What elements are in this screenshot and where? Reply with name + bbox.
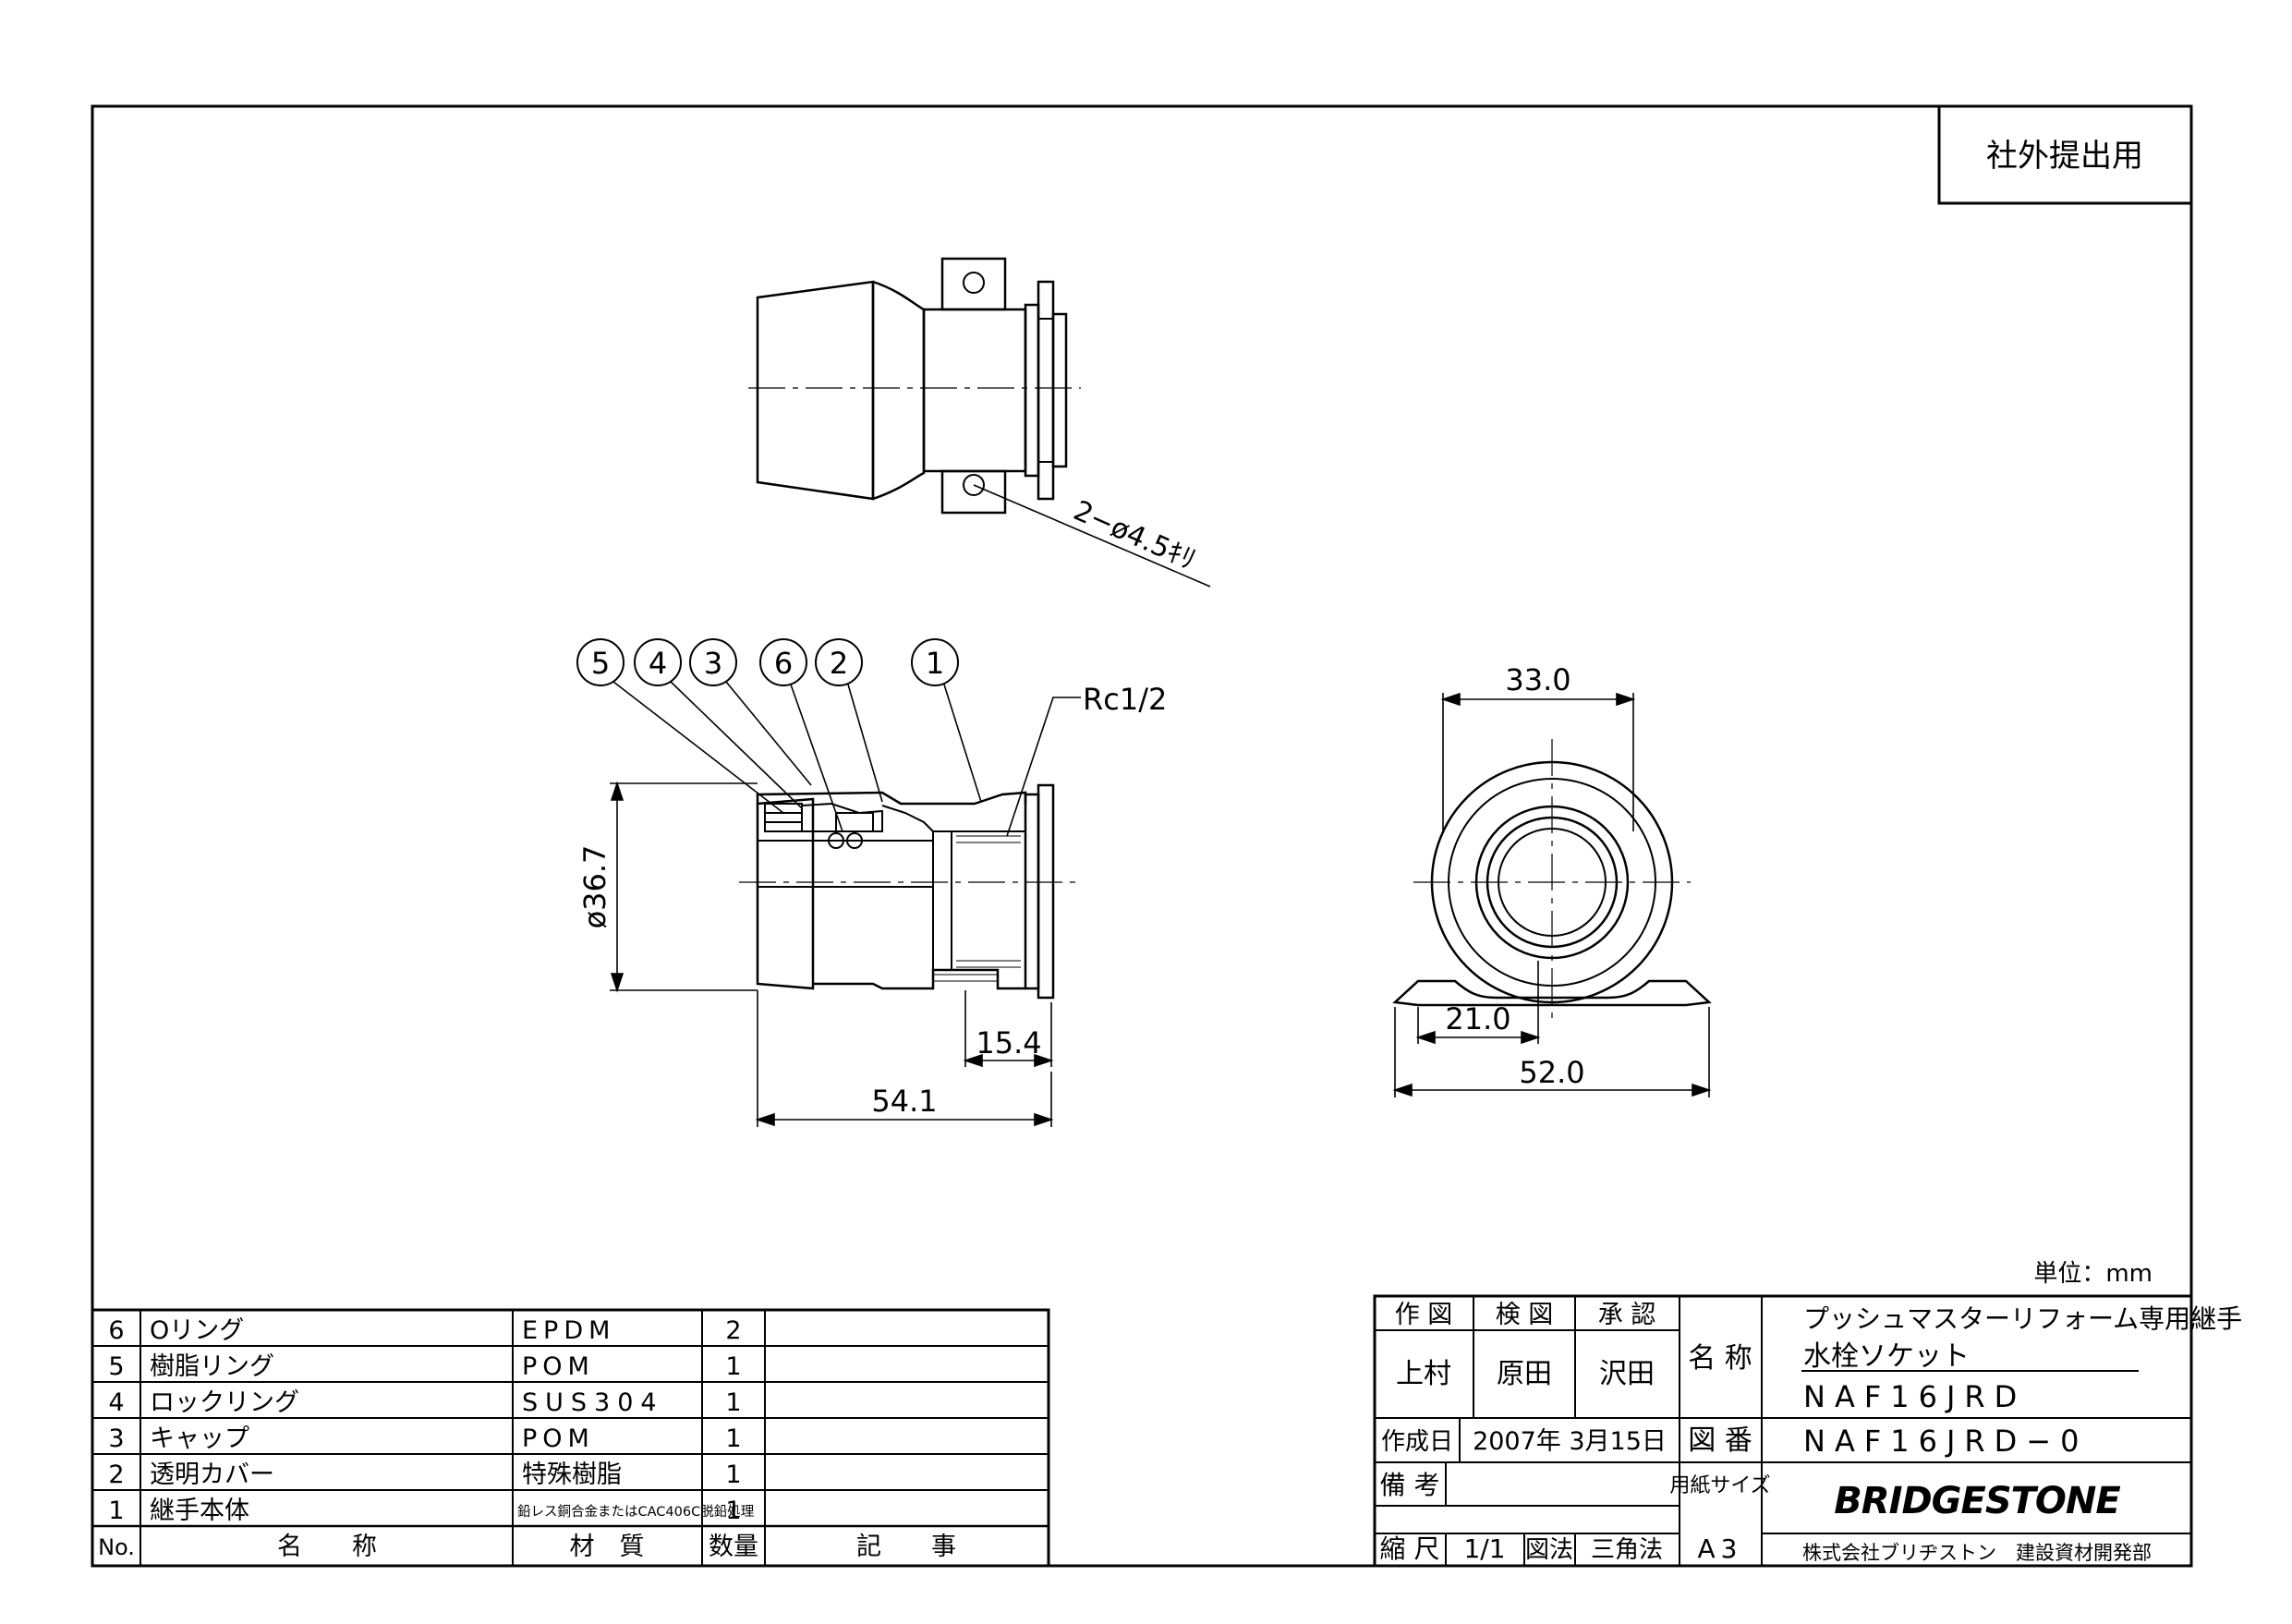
dim-diameter: ø36.7	[577, 845, 612, 929]
hole-annotation: 2−ø4.5ｷﾘ	[1069, 494, 1200, 576]
paper-value: A3	[1698, 1533, 1743, 1564]
product-name-line2: 水栓ソケット	[1803, 1340, 1970, 1373]
balloon-3	[689, 638, 737, 686]
stamp-text: 社外提出用	[1986, 138, 2143, 175]
drawing-no-label: 図 番	[1688, 1424, 1752, 1457]
parts-row-5: 5 樹脂リング POM 1	[108, 1352, 741, 1381]
balloon-2-label: 2	[830, 646, 848, 681]
sheet-border	[91, 104, 2193, 1568]
remarks-label: 備 考	[1380, 1470, 1440, 1500]
scale-label: 縮 尺	[1380, 1533, 1440, 1564]
row-no: 5	[108, 1352, 124, 1381]
dim-54-1: 54.1	[871, 1084, 937, 1119]
row-no: 1	[108, 1497, 124, 1525]
balloon-3-label: 3	[704, 646, 722, 681]
top-view: 2−ø4.5ｷﾘ	[748, 257, 1211, 588]
row-material: POM	[522, 1424, 595, 1453]
date-label: 作成日	[1381, 1428, 1453, 1456]
row-qty: 1	[725, 1460, 741, 1489]
section-view: 5 4 3 6 2 1 Rc1/2	[576, 638, 1167, 1127]
balloon-2	[815, 638, 863, 686]
parts-table: 6 Oリング EPDM 2 5 樹脂リング POM 1 4 ロックリング SUS…	[92, 1308, 1050, 1566]
parts-row-1: 1 継手本体 鉛レス銅合金またはCAC406C脱鉛処理 1	[108, 1497, 754, 1525]
header-material: 材 質	[570, 1533, 645, 1561]
row-no: 3	[108, 1424, 124, 1453]
parts-header: No. 名 称 材 質 数量 記 事	[98, 1533, 956, 1561]
drawn-by: 上村	[1396, 1358, 1451, 1390]
method-value: 三角法	[1591, 1536, 1663, 1564]
row-name: ロックリング	[150, 1388, 299, 1417]
row-material: 鉛レス銅合金またはCAC406C脱鉛処理	[517, 1504, 755, 1520]
row-no: 2	[108, 1460, 124, 1489]
balloon-group: 5 4 3 6 2 1	[576, 638, 959, 686]
header-name: 名 称	[277, 1533, 377, 1561]
row-qty: 1	[725, 1352, 741, 1381]
dim-15-4: 15.4	[976, 1025, 1041, 1060]
thread-annotation: Rc1/2	[1083, 682, 1167, 717]
scale-value: 1/1	[1463, 1533, 1505, 1564]
company-name: 株式会社ブリヂストン 建設資材開発部	[1802, 1542, 2152, 1564]
brand-logo: BRIDGESTONE	[1834, 1480, 2121, 1522]
product-name-line1: プッシュマスターリフォーム専用継手	[1803, 1303, 2242, 1334]
row-material: 特殊樹脂	[522, 1460, 622, 1489]
row-material: EPDM	[522, 1316, 615, 1345]
date-value: 2007年 3月15日	[1473, 1427, 1667, 1456]
side-view: 33.0 21.0 52.0	[1392, 662, 1712, 1097]
title-block: 作 図 検 図 承 認 上村 原田 沢田 名 称 プッシュマスターリフォーム専用…	[1373, 1294, 2242, 1566]
balloon-5-label: 5	[591, 646, 610, 681]
balloon-6-label: 6	[774, 646, 793, 681]
parts-row-3: 3 キャップ POM 1	[108, 1424, 741, 1453]
header-no: No.	[98, 1534, 135, 1560]
approved-by: 沢田	[1599, 1358, 1655, 1390]
row-qty: 1	[725, 1388, 741, 1417]
balloon-6	[759, 638, 807, 686]
dim-52-0: 52.0	[1519, 1055, 1584, 1090]
name-label: 名 称	[1688, 1342, 1752, 1375]
row-name: 継手本体	[150, 1497, 249, 1525]
checked-by: 原田	[1497, 1358, 1552, 1390]
row-no: 6	[108, 1316, 124, 1345]
balloon-5	[576, 638, 625, 686]
row-material: POM	[522, 1352, 595, 1381]
row-qty: 1	[725, 1497, 741, 1525]
parts-row-2: 2 透明カバー 特殊樹脂 1	[108, 1460, 741, 1489]
stamp-box: 社外提出用	[1937, 106, 2191, 205]
header-qty: 数量	[709, 1533, 758, 1561]
parts-row-4: 4 ロックリング SUS304 1	[108, 1388, 741, 1417]
unit-label: 単位：mm	[2033, 1260, 2153, 1288]
paper-label: 用紙サイズ	[1669, 1474, 1770, 1497]
balloon-4	[634, 638, 682, 686]
approved-label: 承 認	[1598, 1301, 1656, 1329]
row-qty: 2	[725, 1316, 741, 1345]
row-qty: 1	[725, 1424, 741, 1453]
row-name: Oリング	[150, 1316, 244, 1345]
balloon-1	[911, 638, 959, 686]
dim-33-0: 33.0	[1505, 662, 1570, 697]
row-no: 4	[108, 1388, 124, 1417]
balloon-1-label: 1	[926, 646, 944, 681]
row-name: 樹脂リング	[150, 1352, 274, 1381]
parts-row-6: 6 Oリング EPDM 2	[108, 1316, 741, 1345]
product-name-line3: NAF16JRD	[1803, 1379, 2026, 1414]
checked-label: 検 図	[1496, 1301, 1554, 1329]
row-name: キャップ	[150, 1424, 249, 1453]
dim-21-0: 21.0	[1445, 1001, 1510, 1036]
brand-logo-text: BRIDGESTONE	[1834, 1480, 2120, 1522]
drawing-no: NAF16JRD−0	[1803, 1424, 2088, 1459]
method-label: 図法	[1525, 1536, 1573, 1564]
drawn-label: 作 図	[1395, 1301, 1453, 1329]
header-note: 記 事	[856, 1533, 956, 1561]
balloon-4-label: 4	[649, 646, 667, 681]
row-name: 透明カバー	[150, 1460, 274, 1489]
row-material: SUS304	[522, 1388, 664, 1417]
